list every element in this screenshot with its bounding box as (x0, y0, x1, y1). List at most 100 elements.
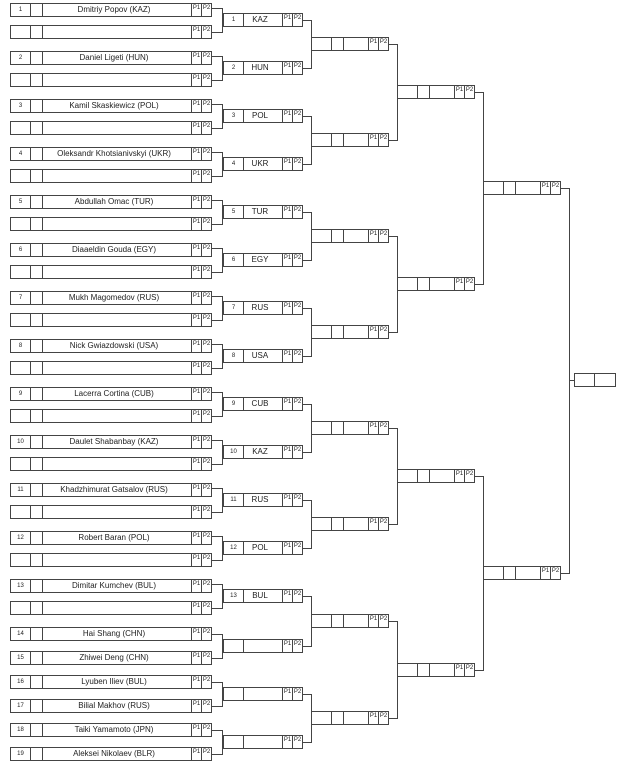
score-p2-cell[interactable]: P2 (201, 314, 211, 326)
score-p1-cell[interactable]: P1 (282, 688, 292, 700)
score-p2-cell[interactable]: P2 (201, 148, 211, 160)
score-p2-cell[interactable]: P2 (201, 724, 211, 736)
score-p1-cell[interactable]: P1 (368, 712, 378, 724)
score-p2-cell[interactable]: P2 (292, 206, 302, 218)
score-p2-cell[interactable]: P2 (201, 506, 211, 518)
score-p1-cell[interactable]: P1 (191, 122, 201, 134)
score-p2-cell[interactable]: P2 (201, 602, 211, 614)
score-p2-cell[interactable]: P2 (201, 74, 211, 86)
score-p1-cell[interactable]: P1 (282, 254, 292, 266)
score-p2-cell[interactable]: P2 (378, 422, 388, 434)
score-p2-cell[interactable]: P2 (292, 302, 302, 314)
score-p1-cell[interactable]: P1 (282, 542, 292, 554)
score-p1-cell[interactable]: P1 (191, 652, 201, 664)
score-p2-cell[interactable]: P2 (464, 86, 474, 98)
score-p2-cell[interactable]: P2 (201, 26, 211, 38)
score-p2-cell[interactable]: P2 (550, 566, 560, 579)
score-p1-cell[interactable]: P1 (191, 74, 201, 86)
score-p2-cell[interactable]: P2 (201, 244, 211, 256)
score-p2-cell[interactable]: P2 (292, 158, 302, 170)
score-p2-cell[interactable]: P2 (464, 663, 474, 676)
score-p1-cell[interactable]: P1 (282, 736, 292, 748)
score-p1-cell[interactable]: P1 (368, 518, 378, 530)
score-p1-cell[interactable]: P1 (282, 640, 292, 652)
score-p2-cell[interactable]: P2 (201, 484, 211, 496)
score-p2-cell[interactable]: P2 (292, 688, 302, 700)
score-p2-cell[interactable]: P2 (464, 470, 474, 482)
score-p1-cell[interactable]: P1 (368, 134, 378, 146)
score-p2-cell[interactable]: P2 (292, 350, 302, 362)
score-p2-cell[interactable]: P2 (378, 712, 388, 724)
score-p1-cell[interactable]: P1 (282, 110, 292, 122)
score-p1-cell[interactable]: P1 (282, 446, 292, 458)
score-p2-cell[interactable]: P2 (201, 218, 211, 230)
score-p1-cell[interactable]: P1 (191, 196, 201, 208)
score-p2-cell[interactable]: P2 (292, 14, 302, 26)
score-p2-cell[interactable]: P2 (201, 388, 211, 400)
score-p1-cell[interactable]: P1 (191, 602, 201, 614)
score-p1-cell[interactable]: P1 (191, 458, 201, 470)
score-p1-cell[interactable]: P1 (368, 38, 378, 50)
score-p1-cell[interactable]: P1 (191, 484, 201, 496)
score-p1-cell[interactable]: P1 (191, 532, 201, 544)
score-p2-cell[interactable]: P2 (378, 230, 388, 242)
score-p2-cell[interactable]: P2 (292, 398, 302, 410)
score-p1-cell[interactable]: P1 (540, 566, 550, 579)
score-p2-cell[interactable]: P2 (201, 748, 211, 760)
score-p1-cell[interactable]: P1 (282, 302, 292, 314)
score-p1-cell[interactable]: P1 (368, 326, 378, 338)
score-p1-cell[interactable]: P1 (191, 244, 201, 256)
score-p2-cell[interactable]: P2 (550, 182, 560, 194)
score-p2-cell[interactable]: P2 (292, 736, 302, 748)
score-p1-cell[interactable]: P1 (191, 436, 201, 448)
score-p2-cell[interactable]: P2 (201, 554, 211, 566)
score-p1-cell[interactable]: P1 (282, 494, 292, 506)
score-p2-cell[interactable]: P2 (201, 122, 211, 134)
score-p1-cell[interactable]: P1 (191, 748, 201, 760)
score-p1-cell[interactable]: P1 (191, 724, 201, 736)
score-p1-cell[interactable]: P1 (191, 218, 201, 230)
score-p1-cell[interactable]: P1 (282, 206, 292, 218)
score-p1-cell[interactable]: P1 (191, 410, 201, 422)
score-p1-cell[interactable]: P1 (191, 340, 201, 352)
score-p1-cell[interactable]: P1 (282, 14, 292, 26)
score-p1-cell[interactable]: P1 (368, 230, 378, 242)
score-p2-cell[interactable]: P2 (292, 254, 302, 266)
score-p1-cell[interactable]: P1 (191, 580, 201, 592)
score-p1-cell[interactable]: P1 (191, 506, 201, 518)
score-p1-cell[interactable]: P1 (191, 628, 201, 640)
